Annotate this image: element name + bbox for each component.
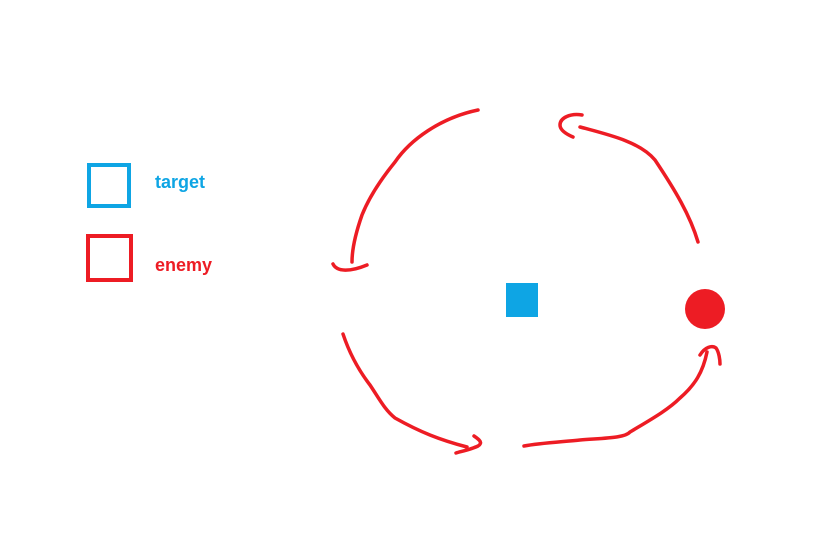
legend-enemy-swatch — [86, 234, 133, 282]
legend-target-swatch — [87, 163, 131, 208]
legend-target-label: target — [155, 172, 206, 192]
enemy-marker — [685, 289, 725, 329]
legend-enemy-label: enemy — [155, 255, 213, 275]
target-marker — [506, 283, 538, 317]
arrow-top-left — [331, 108, 480, 272]
arrow-bottom-right — [522, 344, 722, 448]
arrow-top-right — [558, 112, 700, 244]
arrow-bottom-left — [341, 332, 483, 455]
